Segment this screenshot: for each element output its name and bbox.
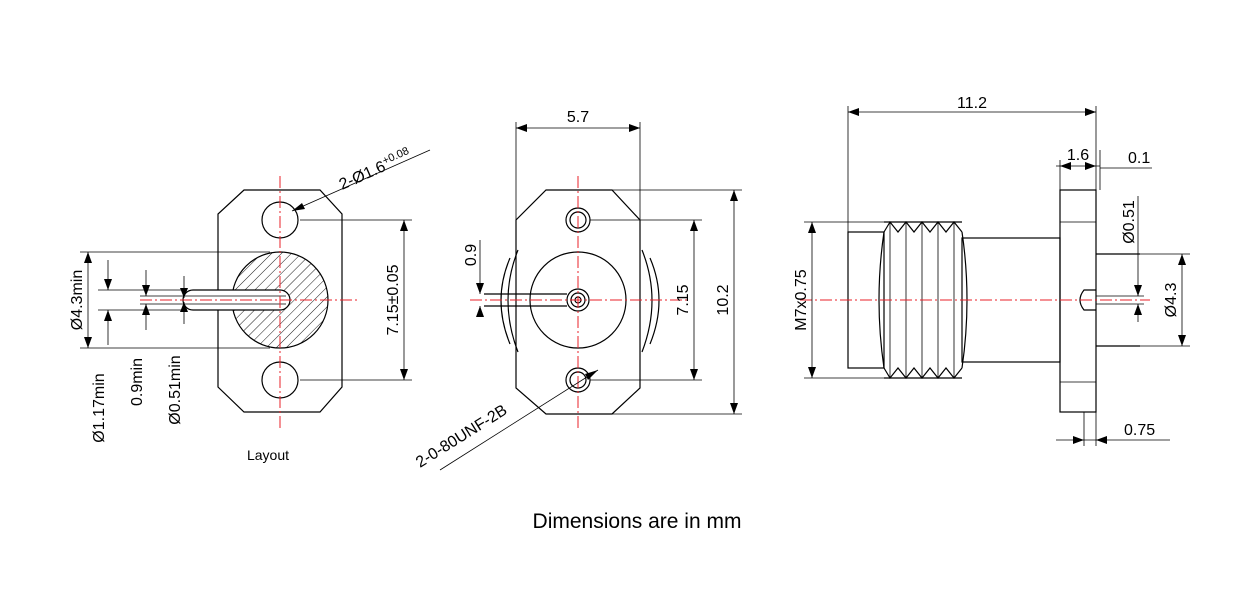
side-offset-dim: 0.1	[1128, 150, 1150, 167]
front-hole-spacing-dim: 7.15	[675, 284, 692, 315]
layout-slot-width-dim: 0.9min	[129, 358, 146, 406]
front-width-dim: 5.7	[567, 109, 589, 126]
side-view: 11.2 1.6 0.1 M7x0.75 Ø0.51 Ø4.3	[793, 95, 1190, 446]
side-pin-dia-dim: Ø0.51	[1121, 200, 1138, 244]
layout-hole-callout: 2-Ø1.6+0.08	[336, 145, 414, 194]
front-height-dim: 10.2	[715, 284, 732, 315]
layout-d117-dim: Ø1.17min	[91, 373, 108, 442]
side-thread-dim: M7x0.75	[793, 269, 810, 330]
layout-outer-dia-dim: Ø4.3min	[69, 270, 86, 330]
layout-spacing-dim: 7.15±0.05	[385, 264, 402, 335]
front-view: 5.7 0.9 7.15 10.2 2-0-80UNF-2B	[413, 109, 742, 471]
side-flange	[1059, 189, 1097, 413]
layout-view: 2-Ø1.6+0.08 7.15±0.05 Ø4.3min Ø1.17min 0…	[69, 145, 431, 463]
side-length-dim: 11.2	[957, 95, 987, 112]
front-thread-callout: 2-0-80UNF-2B	[413, 402, 510, 472]
caption: Dimensions are in mm	[533, 510, 742, 533]
side-flange-thickness-dim: 1.6	[1067, 147, 1089, 164]
layout-flange-outline	[217, 189, 343, 413]
side-pin-extend-dim: 0.75	[1124, 422, 1155, 439]
side-bore-dia-dim: Ø4.3	[1163, 283, 1180, 318]
layout-label: Layout	[247, 447, 289, 463]
layout-d051-dim: Ø0.51min	[167, 355, 184, 424]
front-slot-dim: 0.9	[463, 244, 480, 266]
